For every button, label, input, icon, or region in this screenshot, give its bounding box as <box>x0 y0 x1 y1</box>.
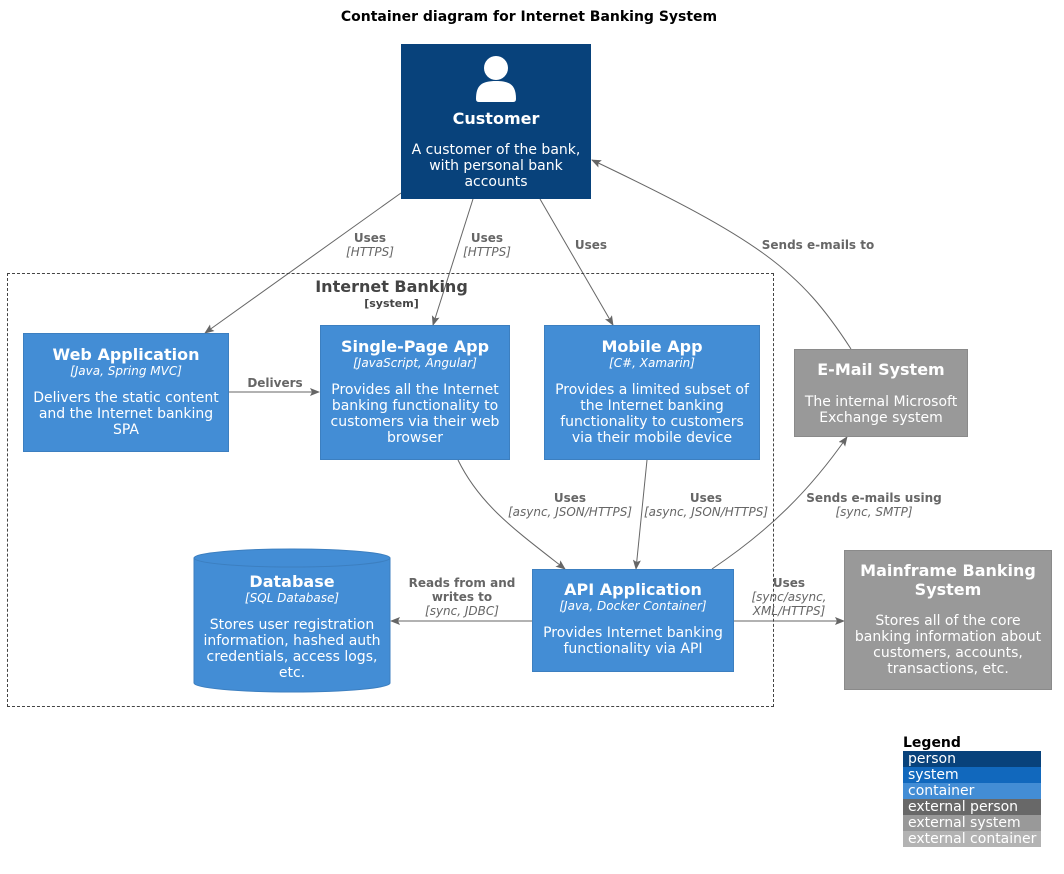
email-system-node[interactable]: E-Mail System The internal Microsoft Exc… <box>794 349 968 437</box>
spa-tech: [JavaScript, Angular] <box>353 356 477 370</box>
api-name: API Application <box>564 580 702 599</box>
edge-label-text: Uses <box>470 231 504 245</box>
legend-title: Legend <box>903 735 961 751</box>
person-icon <box>476 56 516 102</box>
database-tech: [SQL Database] <box>244 591 340 605</box>
spa-description: Provides all the Internet banking functi… <box>330 382 500 446</box>
api-application-node[interactable]: API Application [Java, Docker Container]… <box>532 569 734 672</box>
edge-label-text: Sends e-mails to <box>761 238 875 252</box>
edge-label-text: Uses <box>574 238 608 252</box>
edge-label-tech: [HTTPS] <box>346 245 394 259</box>
internet-banking-boundary: Internet Banking [system] <box>7 273 774 707</box>
single-page-app-node[interactable]: Single-Page App [JavaScript, Angular] Pr… <box>320 325 510 460</box>
edge-label-spa-api: Uses [async, JSON/HTTPS] <box>500 491 640 519</box>
mainframe-name: Mainframe Banking System <box>860 561 1036 599</box>
email-description: The internal Microsoft Exchange system <box>804 394 958 426</box>
web-app-description: Delivers the static content and the Inte… <box>33 390 219 438</box>
edge-label-text: Sends e-mails using <box>806 491 942 505</box>
mainframe-description: Stores all of the core banking informati… <box>854 613 1042 677</box>
web-app-name: Web Application <box>52 345 200 364</box>
customer-node[interactable]: Customer A customer of the bank, with pe… <box>401 44 591 199</box>
edge-label-text: Uses <box>553 491 587 505</box>
edge-label-tech: [async, JSON/HTTPS] <box>507 505 633 519</box>
mobile-app-node[interactable]: Mobile App [C#, Xamarin] Provides a limi… <box>544 325 760 460</box>
spa-name: Single-Page App <box>340 337 490 356</box>
database-name: Database <box>249 572 335 591</box>
legend-item: external person <box>903 799 1041 815</box>
edge-customer-to-spa <box>431 198 474 326</box>
boundary-label: Internet Banking <box>315 277 468 296</box>
edge-email-to-customer <box>591 159 852 350</box>
email-name: E-Mail System <box>817 360 945 379</box>
customer-description: A customer of the bank, with personal ba… <box>411 142 581 190</box>
edge-label-api-mainframe: Uses [sync/async, XML/HTTPS] <box>744 576 834 618</box>
database-cylinder-shape <box>193 548 391 693</box>
legend-item: external system <box>903 815 1041 831</box>
edge-label-text: Delivers <box>247 376 303 390</box>
edge-label-email-customer: Sends e-mails to <box>752 238 884 252</box>
edge-label-customer-mobile: Uses <box>561 238 621 252</box>
legend-item: person <box>903 751 1041 767</box>
edge-label-text: Reads from and writes to <box>408 576 516 604</box>
database-node[interactable]: Database [SQL Database] Stores user regi… <box>193 548 391 693</box>
diagram-title: Container diagram for Internet Banking S… <box>340 9 718 25</box>
customer-name: Customer <box>452 109 540 128</box>
api-tech: [Java, Docker Container] <box>559 599 707 613</box>
edge-label-tech: [async, JSON/HTTPS] <box>643 505 769 519</box>
edge-label-mobile-api: Uses [async, JSON/HTTPS] <box>638 491 774 519</box>
boundary-type: [system] <box>364 297 419 310</box>
legend-item: container <box>903 783 1041 799</box>
edge-label-text: Uses <box>353 231 387 245</box>
legend-item: external container <box>903 831 1041 847</box>
edge-api-to-email <box>711 436 848 570</box>
database-description: Stores user registration information, ha… <box>203 617 381 681</box>
api-description: Provides Internet banking functionality … <box>543 625 723 657</box>
edge-label-api-database: Reads from and writes to [sync, JDBC] <box>402 576 522 618</box>
edge-label-text: Uses <box>772 576 806 590</box>
web-app-tech: [Java, Spring MVC] <box>70 364 182 378</box>
web-application-node[interactable]: Web Application [Java, Spring MVC] Deliv… <box>23 333 229 452</box>
legend-item: system <box>903 767 1041 783</box>
edge-customer-to-mobile <box>539 198 614 326</box>
edge-label-tech: [HTTPS] <box>463 245 511 259</box>
mobile-description: Provides a limited subset of the Interne… <box>555 382 749 446</box>
mobile-name: Mobile App <box>601 337 703 356</box>
edge-label-customer-spa: Uses [HTTPS] <box>447 231 527 259</box>
edge-spa-to-api <box>457 459 566 570</box>
edge-label-tech: [sync, SMTP] <box>835 505 913 519</box>
edge-label-api-email: Sends e-mails using [sync, SMTP] <box>800 491 948 519</box>
edge-label-web-spa: Delivers <box>237 376 313 390</box>
edge-label-text: Uses <box>689 491 723 505</box>
mobile-tech: [C#, Xamarin] <box>609 356 695 370</box>
edge-label-customer-web: Uses [HTTPS] <box>330 231 410 259</box>
edge-label-tech: [sync/async, XML/HTTPS] <box>751 590 827 618</box>
edge-customer-to-web-app <box>204 192 402 334</box>
edge-mobile-to-api <box>632 459 648 570</box>
mainframe-banking-system-node[interactable]: Mainframe Banking System Stores all of t… <box>844 550 1052 690</box>
edge-label-tech: [sync, JDBC] <box>425 604 499 618</box>
